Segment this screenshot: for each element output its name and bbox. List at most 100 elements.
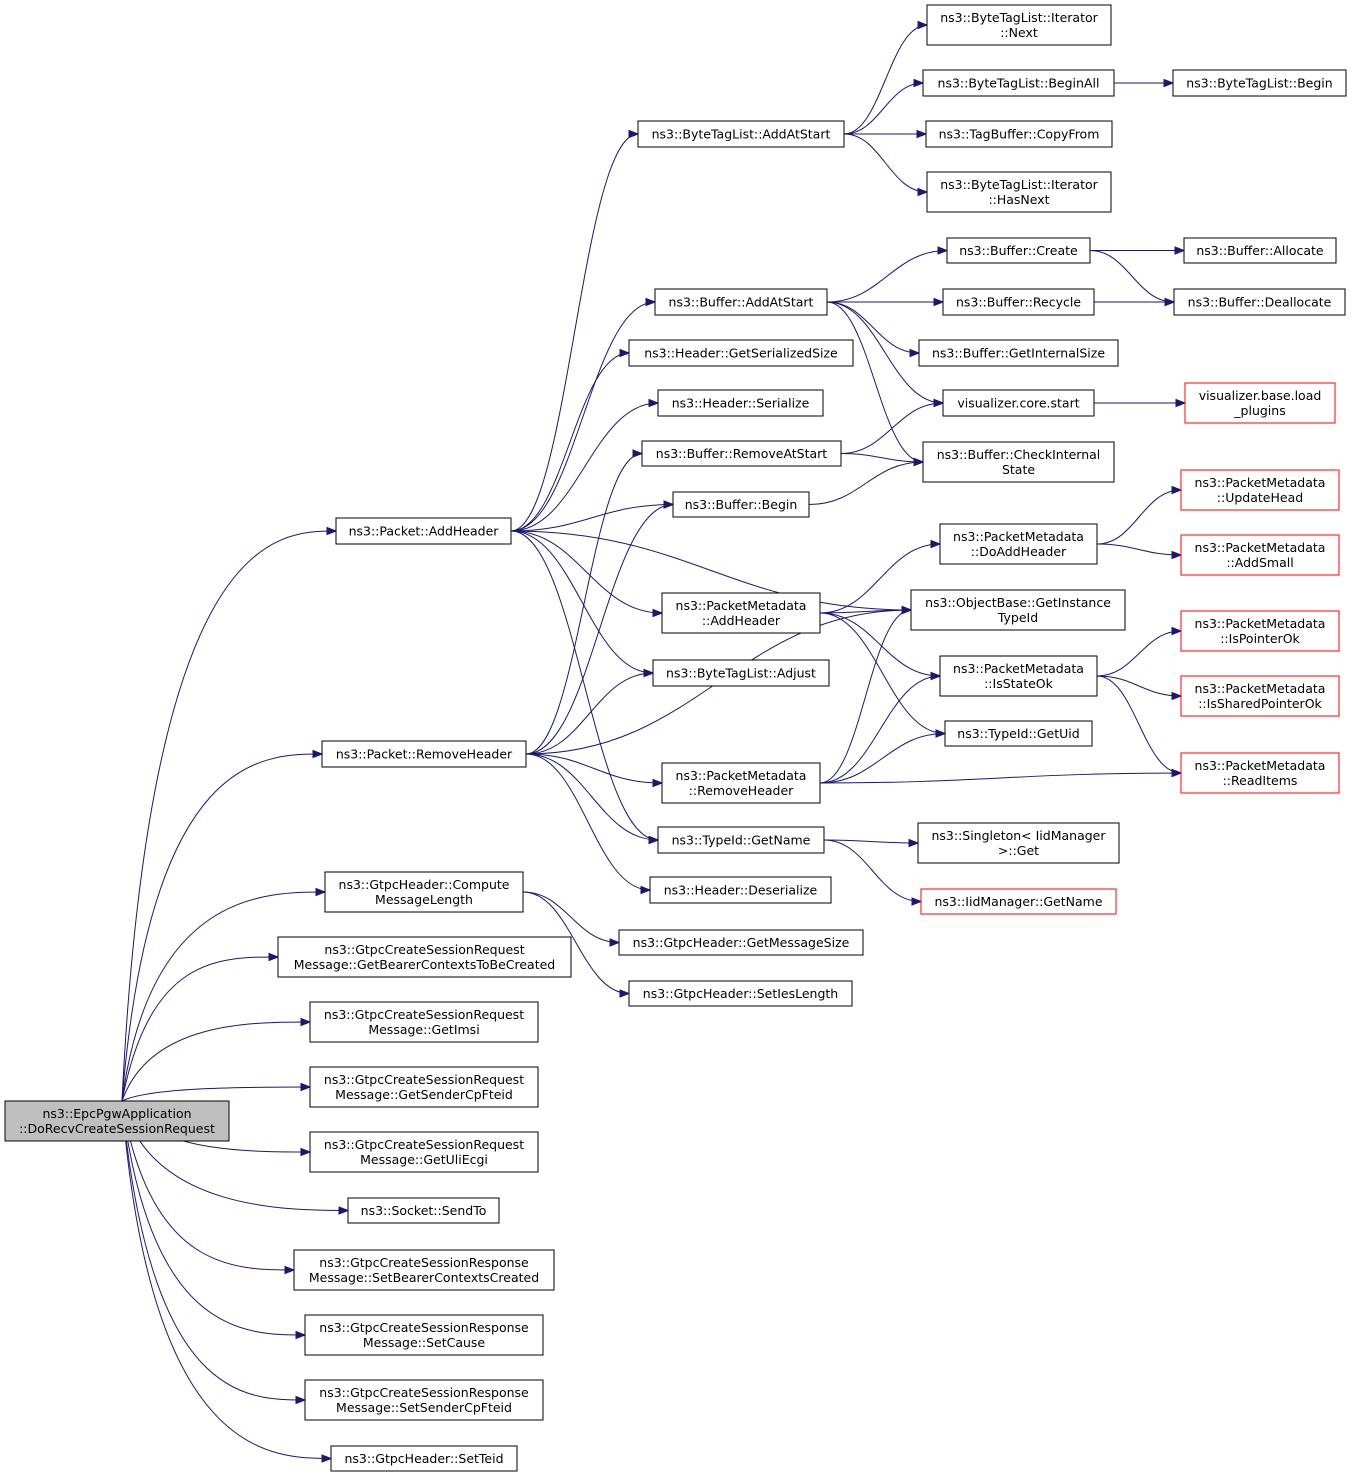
node-pm_updatehead[interactable]: ns3::PacketMetadata::UpdateHead [1180,469,1340,511]
node-btl_adjust[interactable]: ns3::ByteTagList::Adjust [652,659,830,687]
node-label: ns3::GtpcCreateSessionResponse [319,1255,529,1270]
node-box [330,1445,518,1472]
node-typeid_getname[interactable]: ns3::TypeId::GetName [657,826,825,854]
node-buf_begin[interactable]: ns3::Buffer::Begin [672,491,810,518]
node-getsendercp[interactable]: ns3::GtpcCreateSessionRequestMessage::Ge… [309,1066,539,1108]
node-pkt_removeheader[interactable]: ns3::Packet::RemoveHeader [321,740,527,768]
node-iidmgr_getname[interactable]: ns3::IidManager::GetName [920,888,1117,915]
edge-buf_recycle-buf_deallocate [1094,297,1176,307]
node-hdr_deserialize[interactable]: ns3::Header::Deserialize [649,876,832,904]
node-buf_allocate[interactable]: ns3::Buffer::Allocate [1183,237,1337,264]
node-vis_base_load[interactable]: visualizer.base.load_plugins [1184,382,1336,424]
node-label: ::IsPointerOk [1220,631,1300,646]
node-setbearer[interactable]: ns3::GtpcCreateSessionResponseMessage::S… [293,1249,555,1291]
node-box [657,389,824,417]
node-pm_isstateok[interactable]: ns3::PacketMetadata::IsStateOk [939,655,1098,697]
edge-pkt_removeheader-hdr_deserialize [525,753,652,895]
node-box [628,339,854,367]
node-buf_removeatstart[interactable]: ns3::Buffer::RemoveAtStart [641,440,842,467]
node-label: Message::SetCause [363,1335,486,1350]
node-label: ns3::Buffer::Deallocate [1188,295,1332,310]
node-box [347,1197,500,1224]
node-label: ns3::TypeId::GetUid [957,726,1079,741]
node-tagbuf_copyfrom[interactable]: ns3::TagBuffer::CopyFrom [925,120,1113,148]
edge-btl_beginall-btl_begin [1114,78,1175,88]
node-label: ns3::Singleton< IidManager [931,828,1106,843]
node-setsendercp[interactable]: ns3::GtpcCreateSessionResponseMessage::S… [304,1379,544,1421]
node-pm_readitems[interactable]: ns3::PacketMetadata::ReadItems [1180,752,1340,794]
edge-buf_removeatstart-buf_checkinternal [840,453,925,467]
node-pm_ispointerok[interactable]: ns3::PacketMetadata::IsPointerOk [1180,610,1340,652]
node-box [321,740,527,768]
node-label: ns3::GtpcHeader::Compute [339,877,510,892]
node-btl_begin[interactable]: ns3::ByteTagList::Begin [1172,69,1347,97]
node-box [920,888,1117,915]
node-buf_addatstart[interactable]: ns3::Buffer::AddAtStart [654,288,828,316]
node-gtpc_setieslen[interactable]: ns3::GtpcHeader::SetIesLength [628,980,853,1007]
node-box [1183,237,1337,264]
node-hdr_getsersize[interactable]: ns3::Header::GetSerializedSize [628,339,854,367]
node-vis_core_start[interactable]: visualizer.core.start [942,389,1095,417]
edge-root-getimsi [121,1017,312,1102]
node-setcause[interactable]: ns3::GtpcCreateSessionResponseMessage::S… [304,1314,544,1356]
node-box [1180,610,1340,652]
edge-pm_removeheader-ob_getinstancetypeid [819,605,913,784]
node-label: ::AddSmall [1226,555,1293,570]
edge-buf_create-buf_allocate [1090,246,1186,255]
edge-btl_addatstart-btl_beginall [843,78,925,135]
node-pm_doaddheader[interactable]: ns3::PacketMetadata::DoAddHeader [939,523,1098,565]
node-getimsi[interactable]: ns3::GtpcCreateSessionRequestMessage::Ge… [309,1001,539,1043]
node-label: ::IsSharedPointerOk [1198,696,1322,711]
node-label: ns3::GtpcCreateSessionResponse [319,1320,529,1335]
node-label: ns3::ByteTagList::Begin [1186,76,1332,91]
node-label: ns3::GtpcHeader::SetTeid [344,1451,503,1466]
node-label: ns3::ByteTagList::BeginAll [938,76,1100,91]
node-box [637,120,845,148]
node-buf_create[interactable]: ns3::Buffer::Create [946,237,1091,264]
node-label: ns3::PacketMetadata [1195,616,1326,631]
node-pkt_addheader[interactable]: ns3::Packet::AddHeader [335,517,512,545]
edge-pm_isstateok-pm_issharedpointerok [1096,675,1183,701]
node-gtpc_getmsgsize[interactable]: ns3::GtpcHeader::GetMessageSize [618,929,864,956]
node-pm_removeheader[interactable]: ns3::PacketMetadata::RemoveHeader [661,762,821,804]
node-label: ns3::GtpcHeader::GetMessageSize [633,935,850,950]
edge-pm_addheader-ob_getinstancetypeid [819,605,913,615]
node-root[interactable]: ns3::EpcPgwApplication::DoRecvCreateSess… [4,1100,230,1142]
edges-layer [121,20,1187,1463]
node-setteid[interactable]: ns3::GtpcHeader::SetTeid [330,1445,518,1472]
edge-typeid_getname-singleton_get [823,838,920,848]
node-btl_beginall[interactable]: ns3::ByteTagList::BeginAll [922,69,1115,97]
node-label: ns3::GtpcCreateSessionRequest [324,942,524,957]
node-btl_iter_hasnext[interactable]: ns3::ByteTagList::Iterator::HasNext [926,171,1112,213]
node-label: ::RemoveHeader [689,783,795,798]
node-singleton_get[interactable]: ns3::Singleton< IidManager>::Get [917,822,1120,864]
node-box [652,659,830,687]
node-pm_issharedpointerok[interactable]: ns3::PacketMetadata::IsSharedPointerOk [1180,675,1340,717]
node-buf_deallocate[interactable]: ns3::Buffer::Deallocate [1173,288,1346,316]
node-label: MessageLength [375,892,473,907]
node-getuli[interactable]: ns3::GtpcCreateSessionRequestMessage::Ge… [309,1131,539,1173]
node-label: ::AddHeader [702,613,781,628]
node-box [649,876,832,904]
node-typeid_getuid[interactable]: ns3::TypeId::GetUid [944,720,1093,747]
edge-pkt_removeheader-typeid_getname [525,753,660,845]
edge-root-gtpc_compute [121,887,327,1102]
node-buf_getinternalsize[interactable]: ns3::Buffer::GetInternalSize [918,339,1119,367]
node-btl_iter_next[interactable]: ns3::ByteTagList::Iterator::Next [926,4,1112,46]
node-btl_addatstart[interactable]: ns3::ByteTagList::AddAtStart [637,120,845,148]
node-pm_addheader[interactable]: ns3::PacketMetadata::AddHeader [661,592,821,634]
node-sendto[interactable]: ns3::Socket::SendTo [347,1197,500,1224]
node-pm_addsmall[interactable]: ns3::PacketMetadata::AddSmall [1180,534,1340,576]
edge-pkt_removeheader-buf_removeatstart [525,449,644,755]
node-hdr_serialize[interactable]: ns3::Header::Serialize [657,389,824,417]
node-label: Message::GetImsi [368,1022,479,1037]
node-buf_recycle[interactable]: ns3::Buffer::Recycle [942,288,1095,316]
edge-root-pkt_addheader [121,526,338,1102]
node-getbearer[interactable]: ns3::GtpcCreateSessionRequestMessage::Ge… [277,936,572,978]
node-box [1180,534,1340,576]
node-label: ns3::Header::Serialize [672,396,810,411]
